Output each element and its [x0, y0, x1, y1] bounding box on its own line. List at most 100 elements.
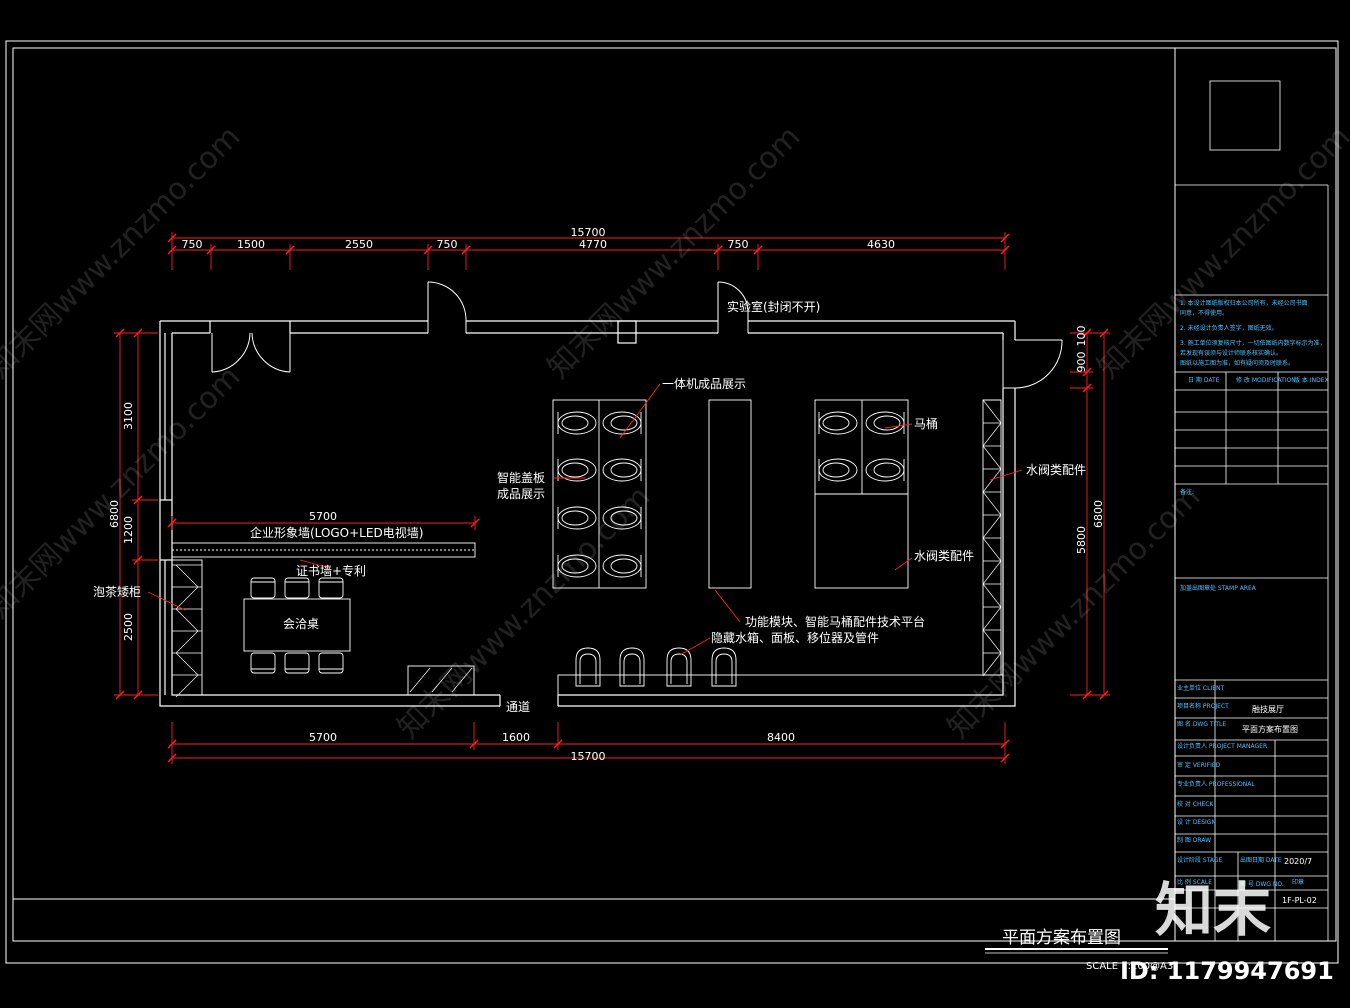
title-block-text: 1. 本设计图纸版权归本公司所有，未经公司书面 同意，不得使用。 2. 未经设计…	[1177, 299, 1329, 905]
toilet-symbol	[818, 458, 858, 482]
design-label: 设 计 DESIGN	[1177, 818, 1216, 826]
dwgno-label: 图 号 DWG NO.	[1240, 881, 1284, 888]
title-block	[1175, 80, 1329, 941]
dimension-tick	[167, 753, 177, 763]
toilet-symbol	[557, 554, 597, 578]
designer-label: 设计负责人 PROJECT MANAGER	[1177, 742, 1267, 750]
rev-header-date: 日 期 DATE	[1188, 376, 1220, 384]
rev-header-index: 版 本 INDEX	[1294, 376, 1329, 384]
dim-bottom-seg-3: 8400	[767, 731, 795, 744]
wall-hung-toilet	[619, 647, 645, 687]
note-line-3: 2. 未经设计负责人签字，图纸无效。	[1180, 324, 1278, 332]
dim-bottom-total: 15700	[571, 750, 606, 763]
cabinet-hatch-bottom	[431, 667, 453, 693]
chair	[250, 577, 276, 599]
note-line-6: 图纸以施工图为准，如有疑问须及时联系。	[1180, 359, 1294, 367]
chair	[284, 577, 310, 599]
label-smart-cover-1: 智能盖板	[497, 470, 545, 485]
dim-right-seg-2: 100	[1075, 326, 1088, 347]
label-image-wall: 企业形象墙(LOGO+LED电视墙)	[250, 525, 423, 540]
watermark-id: ID: 1179947691	[1120, 957, 1334, 985]
dimension-tick	[115, 328, 125, 338]
review-label: 审 定 VERIFIED	[1177, 761, 1221, 769]
chair	[318, 577, 344, 599]
professional-label: 专业负责人 PROFESSIONAL	[1177, 780, 1255, 788]
dim-right-seg-1: 900	[1075, 352, 1088, 373]
note-line-5: 若发现有误须与设计师联系核实确认。	[1180, 349, 1282, 357]
dim-right-seg-3: 5800	[1075, 526, 1088, 554]
watermark-2: 知末网www.znzmo.com	[541, 119, 807, 385]
cabinet-hatch-bottom	[451, 667, 473, 693]
dim-top-seg-6: 750	[728, 238, 749, 251]
dim-left-seg-3: 2500	[122, 613, 135, 641]
label-smart-cover-2: 成品展示	[497, 487, 545, 501]
chair	[318, 652, 344, 674]
label-valve-parts-1: 水阀类配件	[1026, 463, 1086, 477]
toilet-symbol	[557, 411, 597, 435]
project-value: 融技展厅	[1252, 704, 1284, 714]
drawing-scale: SCALE 1:100@A3	[1086, 961, 1173, 972]
dim-bottom-seg-2: 1600	[502, 731, 530, 744]
watermarks: 知末网www.znzmo.com 知末网www.znzmo.com 知末网www…	[0, 119, 1350, 985]
label-cert-wall: 证书墙+专利	[296, 563, 366, 578]
remarks-label: 备注:	[1180, 488, 1194, 496]
dimension-tick	[167, 245, 177, 255]
dim-left-seg-2: 1200	[122, 516, 135, 544]
toilet-symbol	[602, 554, 642, 578]
date-label: 出图日期 DATE	[1240, 856, 1282, 864]
dimension-tick	[423, 245, 433, 255]
dimension-tick	[461, 245, 471, 255]
label-passage: 通道	[506, 700, 530, 714]
dim-top-seg-4: 750	[437, 238, 458, 251]
dimension-ticks	[115, 233, 1109, 763]
phase-label: 设计阶段 STAGE	[1177, 856, 1223, 864]
dim-top-seg-2: 1500	[237, 238, 265, 251]
toilet-symbol	[557, 506, 597, 530]
dimension-tick	[206, 245, 216, 255]
dimension-tick	[553, 739, 563, 749]
sheet-frame	[5, 40, 1339, 964]
seal-mark: 印章	[1292, 878, 1304, 886]
toilet-symbol	[602, 458, 642, 482]
dim-top-seg-7: 4630	[867, 238, 895, 251]
dimension-tick	[133, 328, 143, 338]
dimension-tick	[713, 245, 723, 255]
drawing-title-block: 平面方案布置图 SCALE 1:100@A3	[985, 928, 1173, 972]
toilet-symbol	[865, 458, 905, 482]
client-label: 业主单位 CLIENT	[1177, 684, 1224, 692]
note-line-2: 同意，不得使用。	[1180, 309, 1228, 317]
doors	[211, 281, 1063, 389]
toilet-symbols	[557, 411, 905, 687]
check-label: 校 对 CHECK	[1177, 800, 1214, 808]
chair	[250, 652, 276, 674]
dim-top-seg-3: 2550	[345, 238, 373, 251]
label-meeting-table: 会洽桌	[283, 617, 319, 631]
label-function-platform: 功能模块、智能马桶配件技术平台	[745, 614, 925, 629]
dimension-tick	[470, 518, 480, 528]
draw-label: 制 图 DRAW	[1177, 836, 1211, 844]
dimension-tick	[1099, 328, 1109, 338]
note-line-4: 3. 施工单位须复核尺寸，一切依图纸内数字标示为准，	[1180, 339, 1326, 347]
drawing-title: 平面方案布置图	[1002, 928, 1121, 948]
toilet-symbol	[818, 411, 858, 435]
scale-label: 比 例 SCALE	[1177, 878, 1212, 886]
dimension-tick	[167, 739, 177, 749]
dwgno-value: 1F-PL-02	[1282, 896, 1317, 905]
dimension-tick	[167, 518, 177, 528]
dimension-tick	[1099, 690, 1109, 700]
watermark-6: 知末网www.znzmo.com	[941, 479, 1207, 745]
wall-hung-toilet	[666, 647, 692, 687]
label-lab-room: 实验室(封闭不开)	[727, 299, 820, 314]
dimension-tick	[1082, 367, 1092, 377]
chair-symbols	[250, 577, 344, 674]
dim-bottom-seg-1: 5700	[309, 731, 337, 744]
dim-top-total: 15700	[571, 226, 606, 239]
label-hidden-tank: 隐藏水箱、面板、移位器及管件	[711, 630, 879, 645]
note-line-1: 1. 本设计图纸版权归本公司所有，未经公司书面	[1180, 299, 1308, 307]
wall-hung-toilet	[711, 647, 737, 687]
stamp-label: 加盖出图章处 STAMP AREA	[1180, 584, 1257, 592]
leader-lines	[147, 383, 1023, 656]
dimension-tick	[1082, 383, 1092, 393]
toilet-symbol	[602, 506, 642, 530]
wall-hung-toilet	[575, 647, 601, 687]
